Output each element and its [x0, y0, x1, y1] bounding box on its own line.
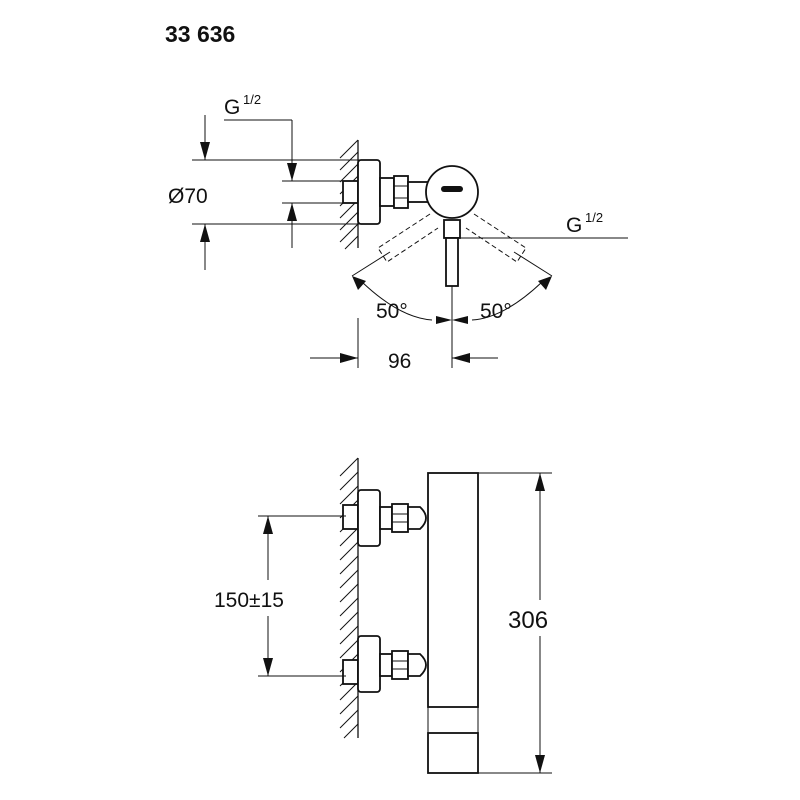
elbow-lower	[407, 653, 427, 677]
height-dimension	[478, 472, 552, 774]
connector-upper	[379, 506, 393, 530]
thread-left-fraction: 1/2	[243, 92, 261, 107]
nut-top	[393, 175, 409, 209]
nut-lower	[391, 650, 409, 680]
upper-connection	[342, 489, 427, 547]
outlet-neck	[443, 219, 461, 239]
wall-hatching-front	[339, 457, 359, 739]
elbow-upper	[407, 506, 427, 530]
escutcheon-top	[357, 159, 381, 225]
escutcheon-upper	[357, 489, 381, 547]
escutcheon-lower	[357, 635, 381, 693]
height-label: 306	[508, 607, 548, 634]
pipe-stub-upper	[342, 504, 359, 530]
angle-arcs	[351, 251, 553, 330]
connector-lower	[379, 653, 393, 677]
diameter-label: Ø70	[168, 185, 208, 208]
outlet-spout	[445, 237, 459, 287]
spacing-label: 150±15	[214, 589, 284, 612]
thread-right-fraction: 1/2	[585, 210, 603, 225]
valve-indicator	[441, 186, 463, 192]
thread-right-label: G	[566, 214, 582, 237]
neck-top	[407, 181, 429, 203]
lower-connection	[342, 635, 427, 693]
thermostat-body	[427, 472, 479, 708]
spacing-dimension	[258, 515, 346, 677]
nut-upper	[391, 503, 409, 533]
thread-left-label: G	[224, 96, 240, 119]
angle-right-label: 50°	[480, 300, 512, 323]
diameter-dimension	[192, 115, 360, 270]
offset-dimension	[310, 318, 498, 368]
angle-left-label: 50°	[376, 300, 408, 323]
product-number: 33 636	[165, 21, 235, 47]
front-view: 150±15 306	[214, 457, 552, 774]
pipe-stub-lower	[342, 659, 359, 685]
pipe-stub-top	[342, 180, 359, 204]
body-bottom-cap	[427, 732, 479, 774]
offset-label: 96	[388, 350, 411, 373]
connector-top	[379, 177, 395, 207]
thread-left-dimension	[224, 119, 346, 248]
top-view: 50° 50° 96 Ø70	[168, 92, 628, 373]
